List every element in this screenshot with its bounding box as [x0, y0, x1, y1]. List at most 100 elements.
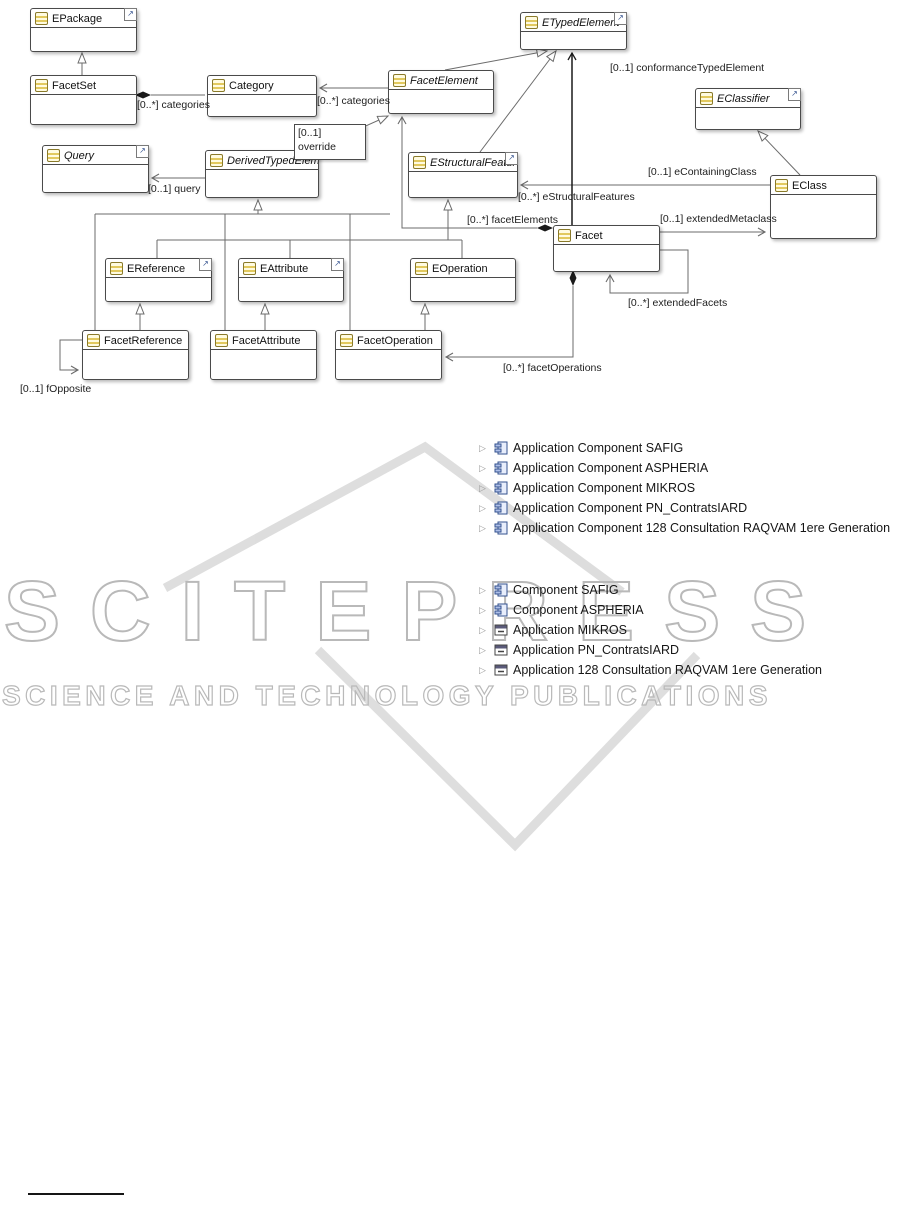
class-epackage[interactable]: EPackage — [30, 8, 137, 52]
class-title: EStructuralFeature — [409, 153, 517, 172]
expander-icon[interactable] — [479, 665, 489, 675]
edge-label-extendedfacets: [0..*] extendedFacets — [628, 297, 728, 309]
external-link-icon — [788, 88, 801, 101]
tree-item[interactable]: Application Component 128 Consultation R… — [479, 518, 890, 538]
class-diagram-figure: EPackage ETypedElement FacetSet Category… — [0, 0, 901, 430]
class-name-label: EClass — [792, 179, 827, 192]
edge-label-categories-facetelement: [0..*] categories — [317, 95, 390, 107]
class-facetelement[interactable]: FacetElement — [388, 70, 494, 114]
component-icon — [494, 481, 508, 495]
class-name-label: Query — [64, 149, 94, 162]
class-title: FacetAttribute — [211, 331, 316, 350]
eclass-icon — [415, 262, 428, 275]
class-name-label: EPackage — [52, 12, 103, 25]
edge-label-facetelements: [0..*] facetElements — [467, 214, 559, 226]
class-estructuralfeature[interactable]: EStructuralFeature — [408, 152, 518, 198]
component-icon — [494, 441, 508, 455]
class-title: FacetReference — [83, 331, 188, 350]
class-name-label: FacetAttribute — [232, 334, 301, 347]
tree-application-components: Application Component SAFIG Application … — [479, 438, 890, 538]
tree-item[interactable]: Application 128 Consultation RAQVAM 1ere… — [479, 660, 822, 680]
class-eclass[interactable]: EClass — [770, 175, 877, 239]
class-title: EReference — [106, 259, 211, 278]
class-title: EClass — [771, 176, 876, 195]
class-title: Category — [208, 76, 316, 95]
eclass-icon — [243, 262, 256, 275]
expander-icon[interactable] — [479, 463, 489, 473]
expander-icon[interactable] — [479, 625, 489, 635]
tree-item-label: Application Component MIKROS — [513, 481, 696, 495]
external-link-icon — [614, 12, 627, 25]
class-name-label: ETypedElement — [542, 16, 620, 29]
class-title: Facet — [554, 226, 659, 245]
application-icon — [494, 624, 508, 636]
component-icon — [494, 603, 508, 617]
eclass-icon — [413, 156, 426, 169]
eclass-icon — [35, 79, 48, 92]
tree-item-label: Application Component ASPHERIA — [513, 461, 709, 475]
tree-item[interactable]: Application Component PN_ContratsIARD — [479, 498, 890, 518]
expander-icon[interactable] — [479, 483, 489, 493]
tree-item-label: Application Component PN_ContratsIARD — [513, 501, 748, 515]
expander-icon[interactable] — [479, 585, 489, 595]
eclass-icon — [212, 79, 225, 92]
tree-item-label: Application Component SAFIG — [513, 441, 684, 455]
class-eoperation[interactable]: EOperation — [410, 258, 516, 302]
diagram-edges — [59, 48, 801, 375]
class-category[interactable]: Category — [207, 75, 317, 117]
eclass-icon — [210, 154, 223, 167]
tree-item[interactable]: Application Component MIKROS — [479, 478, 890, 498]
class-eclassifier[interactable]: EClassifier — [695, 88, 801, 130]
class-name-label: FacetElement — [410, 74, 478, 87]
class-facetoperation[interactable]: FacetOperation — [335, 330, 442, 380]
edge-label-econtainingclass: [0..1] eContainingClass — [648, 166, 757, 178]
eclass-icon — [35, 12, 48, 25]
class-name-label: EOperation — [432, 262, 488, 275]
expander-icon[interactable] — [479, 645, 489, 655]
class-title: EClassifier — [696, 89, 800, 108]
edge-label-conformancetypedelement: [0..1] conformanceTypedElement — [610, 62, 765, 74]
tree-item[interactable]: Component ASPHERIA — [479, 600, 822, 620]
tree-item[interactable]: Application PN_ContratsIARD — [479, 640, 822, 660]
class-eattribute[interactable]: EAttribute — [238, 258, 344, 302]
tree-components-applications: Component SAFIG Component ASPHERIA Appli… — [479, 580, 822, 680]
class-facet[interactable]: Facet — [553, 225, 660, 272]
component-icon — [494, 521, 508, 535]
edge-label-query: [0..1] query — [148, 183, 201, 195]
external-link-icon — [331, 258, 344, 271]
expander-icon[interactable] — [479, 523, 489, 533]
tree-item-label: Application Component 128 Consultation R… — [513, 521, 891, 535]
tree-item[interactable]: Application Component ASPHERIA — [479, 458, 890, 478]
component-icon — [494, 501, 508, 515]
class-name-label: EStructuralFeature — [430, 156, 517, 169]
tree-item-label: Application MIKROS — [513, 623, 627, 637]
tree-item[interactable]: Component SAFIG — [479, 580, 822, 600]
class-name-label: Facet — [575, 229, 603, 242]
eclass-icon — [215, 334, 228, 347]
expander-icon[interactable] — [479, 605, 489, 615]
class-name-label: EReference — [127, 262, 186, 275]
class-facetset[interactable]: FacetSet — [30, 75, 137, 125]
containment-diamonds — [135, 91, 577, 286]
class-etypedelement[interactable]: ETypedElement — [520, 12, 627, 50]
watermark-title: SCITEPRESS — [3, 563, 837, 659]
eclass-icon — [775, 179, 788, 192]
class-title: FacetOperation — [336, 331, 441, 350]
class-title: FacetElement — [389, 71, 493, 90]
class-ereference[interactable]: EReference — [105, 258, 212, 302]
footnote-rule — [28, 1193, 124, 1195]
eclass-icon — [110, 262, 123, 275]
expander-icon[interactable] — [479, 503, 489, 513]
tree-item[interactable]: Application Component SAFIG — [479, 438, 890, 458]
tree-item-label: Application PN_ContratsIARD — [513, 643, 680, 657]
watermark-chevron-down — [314, 646, 701, 852]
class-query[interactable]: Query — [42, 145, 149, 193]
class-facetattribute[interactable]: FacetAttribute — [210, 330, 317, 380]
external-link-icon — [124, 8, 137, 21]
class-facetreference[interactable]: FacetReference — [82, 330, 189, 380]
edge-label-categories-facetset: [0..*] categories — [137, 99, 210, 111]
expander-icon[interactable] — [479, 443, 489, 453]
tree-item[interactable]: Application MIKROS — [479, 620, 822, 640]
class-name-label: Category — [229, 79, 274, 92]
